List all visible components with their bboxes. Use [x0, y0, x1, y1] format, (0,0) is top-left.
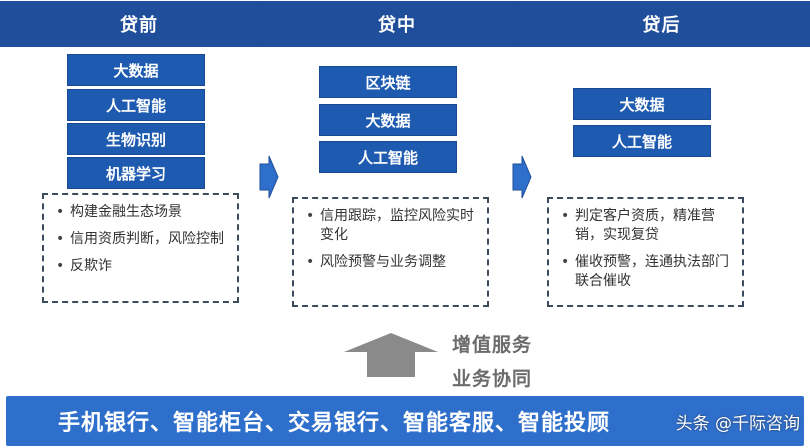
tech-label: 人工智能 [105, 96, 166, 115]
tech-label: 大数据 [619, 95, 665, 114]
stage-in-loan-header: 贷中 [258, 1, 536, 47]
tech-box: 区块链 [319, 66, 457, 98]
bullet-item: 判定客户资质，精准营销，实现复贷 [559, 207, 734, 245]
tech-label: 人工智能 [357, 148, 418, 167]
bullet-item: 风险预警与业务调整 [304, 253, 479, 272]
tech-box: 机器学习 [67, 157, 205, 189]
channels-text: 手机银行、智能柜台、交易银行、智能客服、智能投顾 [58, 411, 611, 436]
stage-post-loan-header: 贷后 [513, 1, 810, 47]
tech-label: 大数据 [365, 111, 411, 130]
tech-label: 生物识别 [105, 130, 166, 149]
stage-title: 贷前 [120, 15, 158, 36]
stage-pre-loan-header: 贷前 [0, 1, 278, 47]
stage-title: 贷后 [642, 15, 681, 36]
tech-box: 大数据 [319, 104, 457, 136]
tech-box: 大数据 [573, 88, 711, 120]
in-loan-description-box: 信用跟踪，监控风险实时变化 风险预警与业务调整 [292, 197, 489, 307]
tech-label: 大数据 [113, 61, 159, 80]
pre-loan-description-box: 构建金融生态场景 信用资质判断，风险控制 反欺诈 [42, 193, 239, 303]
bullet-item: 信用资质判断，风险控制 [54, 230, 229, 249]
tech-label: 机器学习 [105, 164, 166, 183]
flow-arrow-right-icon [259, 155, 279, 199]
bullet-item: 构建金融生态场景 [54, 203, 229, 222]
tech-label: 人工智能 [611, 132, 672, 151]
tech-label: 区块链 [365, 73, 411, 92]
bullet-item: 信用跟踪，监控风险实时变化 [304, 207, 479, 245]
value-added-label: 增值服务 [452, 334, 533, 356]
up-arrow-icon [344, 333, 438, 377]
bullet-item: 催收预警，连通执法部门联合催收 [559, 253, 734, 291]
post-loan-description-box: 判定客户资质，精准营销，实现复贷 催收预警，连通执法部门联合催收 [547, 197, 744, 307]
stage-title: 贷中 [378, 15, 416, 36]
bottom-channels-bar: 手机银行、智能柜台、交易银行、智能客服、智能投顾 [6, 396, 804, 446]
business-synergy-label: 业务协同 [452, 368, 533, 390]
tech-box: 生物识别 [67, 123, 205, 155]
tech-box: 大数据 [67, 54, 205, 86]
flow-arrow-right-icon [512, 155, 532, 199]
watermark: 头条 @千际咨询 [675, 414, 800, 434]
tech-box: 人工智能 [67, 89, 205, 121]
tech-box: 人工智能 [319, 141, 457, 173]
tech-box: 人工智能 [573, 125, 711, 157]
bullet-item: 反欺诈 [54, 257, 229, 276]
